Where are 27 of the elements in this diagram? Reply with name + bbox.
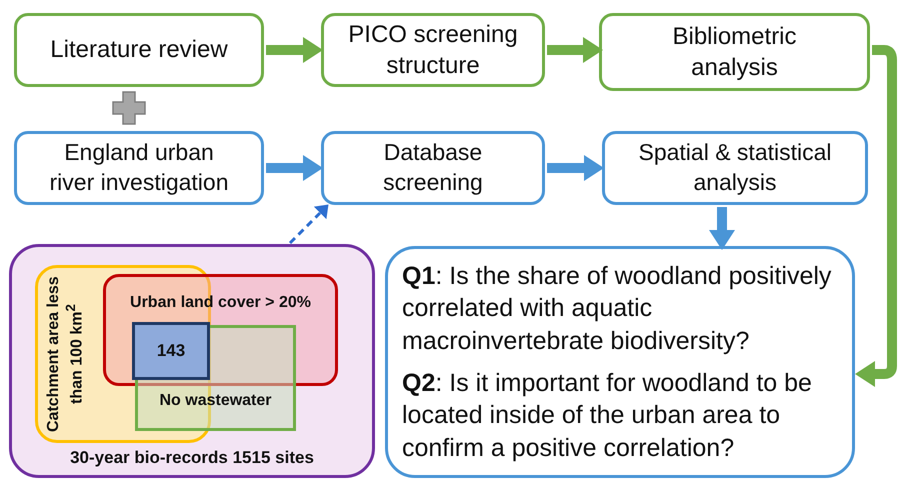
question-box bbox=[385, 246, 855, 478]
process-box bbox=[321, 131, 545, 205]
process-box bbox=[14, 13, 264, 87]
arrow bbox=[547, 155, 604, 181]
box-label: PICO screening structure bbox=[347, 20, 519, 81]
arrow bbox=[266, 37, 323, 63]
set-label: No wastewater bbox=[159, 391, 272, 412]
process-box bbox=[602, 131, 868, 205]
box-label: Bibliometric analysis bbox=[671, 22, 798, 83]
arrow bbox=[855, 45, 897, 387]
box-label: England urban river investigation bbox=[48, 138, 230, 197]
box-label: Database screening bbox=[382, 138, 484, 197]
arrow bbox=[266, 155, 323, 181]
question-text: Q1: Is the share of woodland positively correlated with aquatic macroinvertebrate biodiversity? bbox=[402, 260, 832, 357]
box-label: Literature review bbox=[49, 35, 229, 66]
process-box bbox=[14, 131, 264, 205]
process-box bbox=[599, 13, 870, 91]
arrow bbox=[547, 37, 603, 63]
arrow bbox=[288, 204, 328, 244]
dataset-panel bbox=[9, 244, 375, 478]
count-label: 143 bbox=[156, 340, 186, 362]
venn-intersection bbox=[132, 322, 210, 380]
question-text: Q2: Is it important for woodland to be located inside of the urban area to confirm a positive correlation? bbox=[402, 368, 813, 464]
set-label: Urban land cover > 20% bbox=[130, 293, 311, 313]
set-label: 30-year bio-records 1515 sites bbox=[70, 446, 314, 469]
box-label: Spatial & statistical analysis bbox=[637, 138, 833, 197]
process-box bbox=[321, 13, 545, 87]
